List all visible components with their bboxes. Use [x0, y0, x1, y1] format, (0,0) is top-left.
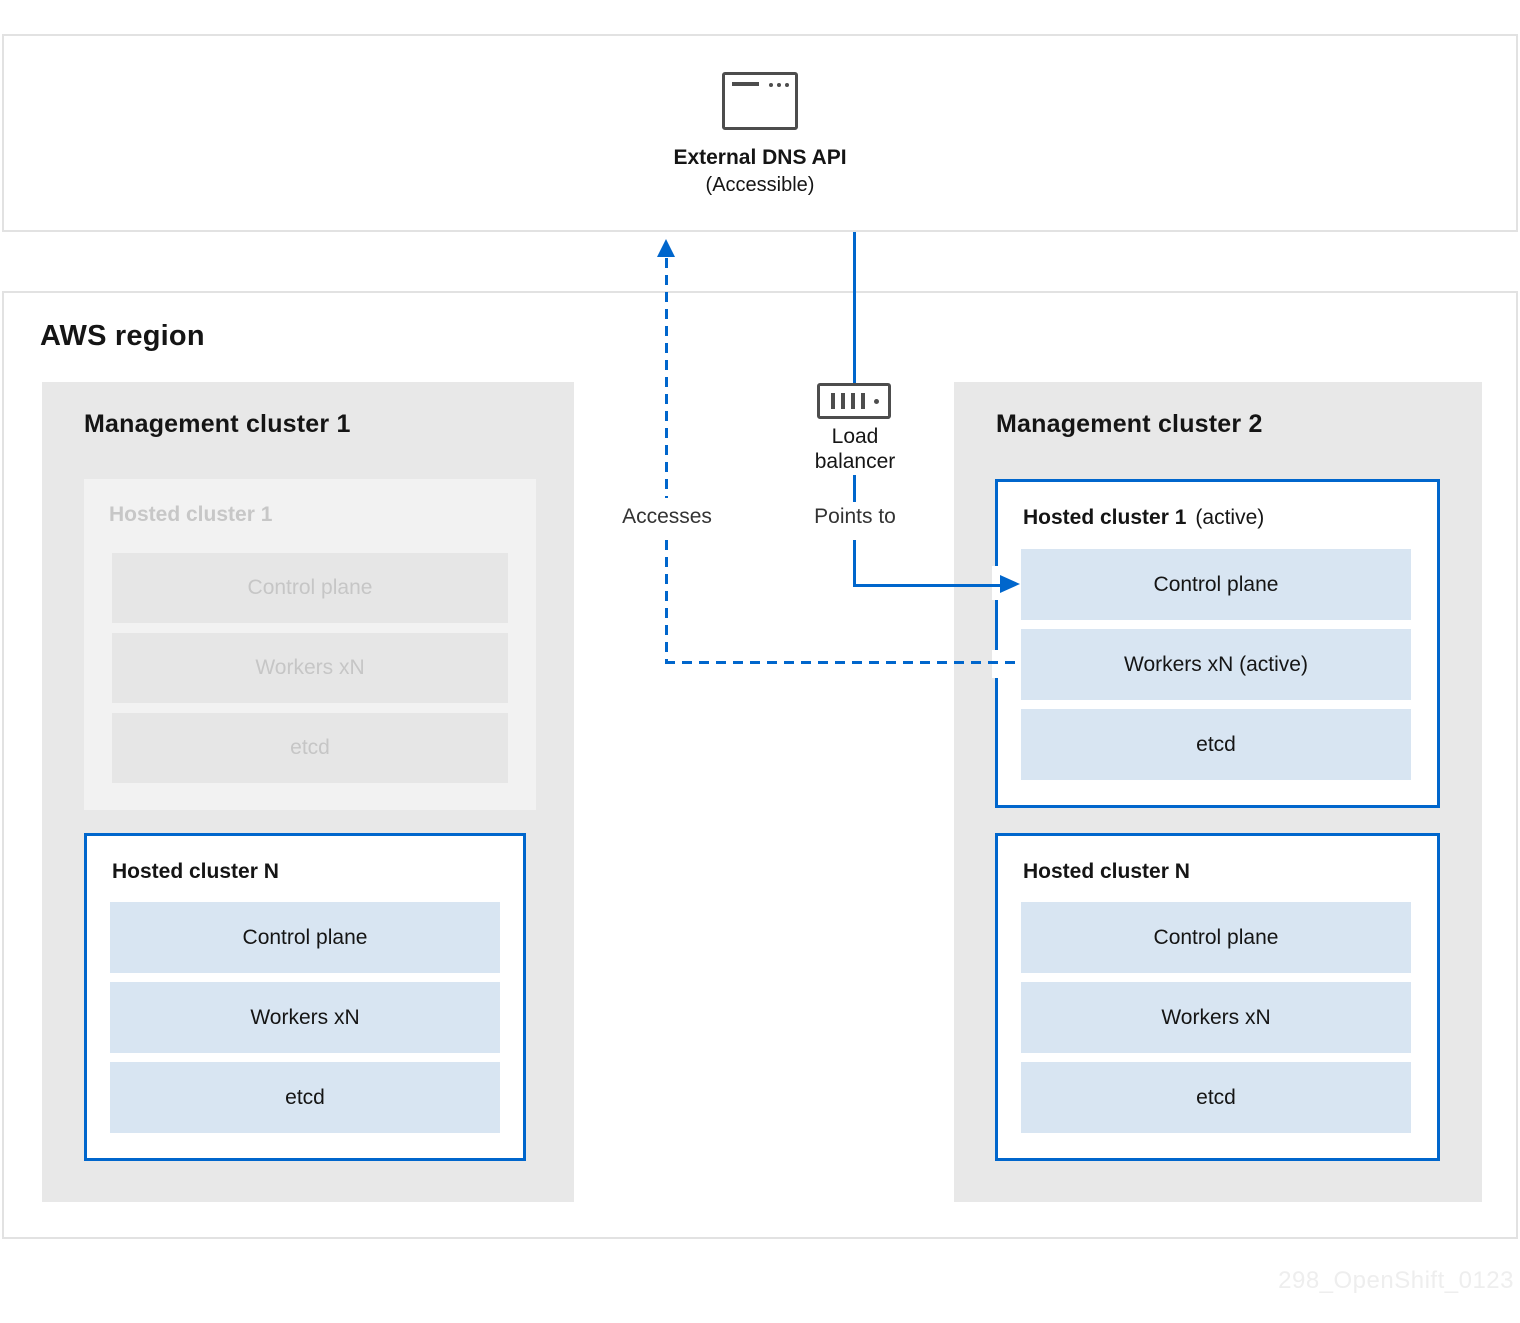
management-cluster-2-title: Management cluster 2	[996, 410, 1263, 438]
active-suffix: (active)	[1195, 506, 1265, 529]
points-to-arrowhead-icon	[1000, 575, 1020, 593]
external-dns-zone: External DNS API (Accessible)	[2, 34, 1518, 232]
solid-connector-low	[853, 540, 856, 587]
management-cluster-1-title: Management cluster 1	[84, 410, 351, 438]
aws-region-title: AWS region	[40, 320, 205, 352]
hosted-cluster-title: Hosted cluster N	[1023, 860, 1190, 883]
accesses-arrowhead-icon	[657, 239, 675, 257]
hosted-cluster-n: Hosted cluster N Control plane Workers x…	[84, 833, 526, 1161]
dashed-connector-top	[665, 258, 668, 498]
border-gap	[992, 650, 1002, 678]
external-dns-title: External DNS API	[673, 146, 847, 169]
workers-box: Workers xN (active)	[1021, 629, 1411, 700]
aws-region-zone: AWS region Management cluster 1 Hosted c…	[2, 291, 1518, 1239]
management-cluster-1: Management cluster 1 Hosted cluster 1 Co…	[42, 382, 574, 1202]
browser-window-icon	[722, 72, 798, 130]
solid-connector-horizontal	[853, 584, 1002, 587]
border-gap	[992, 566, 1002, 600]
workers-box: Workers xN	[110, 982, 500, 1053]
hosted-cluster-title: Hosted cluster N	[112, 860, 279, 883]
watermark-text: 298_OpenShift_0123	[1278, 1267, 1514, 1294]
dashed-connector-horizontal	[665, 661, 1021, 664]
hosted-cluster-1-inactive: Hosted cluster 1 Control plane Workers x…	[84, 479, 536, 810]
browser-address-bar	[732, 82, 759, 86]
etcd-box: etcd	[110, 1062, 500, 1133]
points-to-label: Points to	[814, 505, 896, 528]
solid-connector-top	[853, 232, 856, 383]
workers-box: Workers xN	[1021, 982, 1411, 1053]
accesses-label: Accesses	[622, 505, 712, 528]
etcd-box: etcd	[1021, 1062, 1411, 1133]
workers-box: Workers xN	[112, 633, 508, 703]
external-dns-subtitle: (Accessible)	[705, 174, 815, 196]
browser-menu-dots	[769, 83, 789, 87]
load-balancer-icon	[817, 383, 891, 419]
hosted-cluster-title: Hosted cluster 1(active)	[1023, 506, 1265, 529]
hosted-cluster-title: Hosted cluster 1	[109, 503, 273, 526]
external-dns-block: External DNS API (Accessible)	[4, 72, 1516, 199]
hosted-cluster-n: Hosted cluster N Control plane Workers x…	[995, 833, 1440, 1161]
load-balancer-label: Load balancer	[814, 425, 896, 473]
hosted-cluster-1-active: Hosted cluster 1(active) Control plane W…	[995, 479, 1440, 808]
control-plane-box: Control plane	[112, 553, 508, 623]
dashed-connector-low	[665, 540, 668, 664]
etcd-box: etcd	[112, 713, 508, 783]
solid-connector-mid	[853, 475, 856, 502]
etcd-box: etcd	[1021, 709, 1411, 780]
control-plane-box: Control plane	[110, 902, 500, 973]
management-cluster-2: Management cluster 2 Hosted cluster 1(ac…	[954, 382, 1482, 1202]
control-plane-box: Control plane	[1021, 902, 1411, 973]
control-plane-box: Control plane	[1021, 549, 1411, 620]
